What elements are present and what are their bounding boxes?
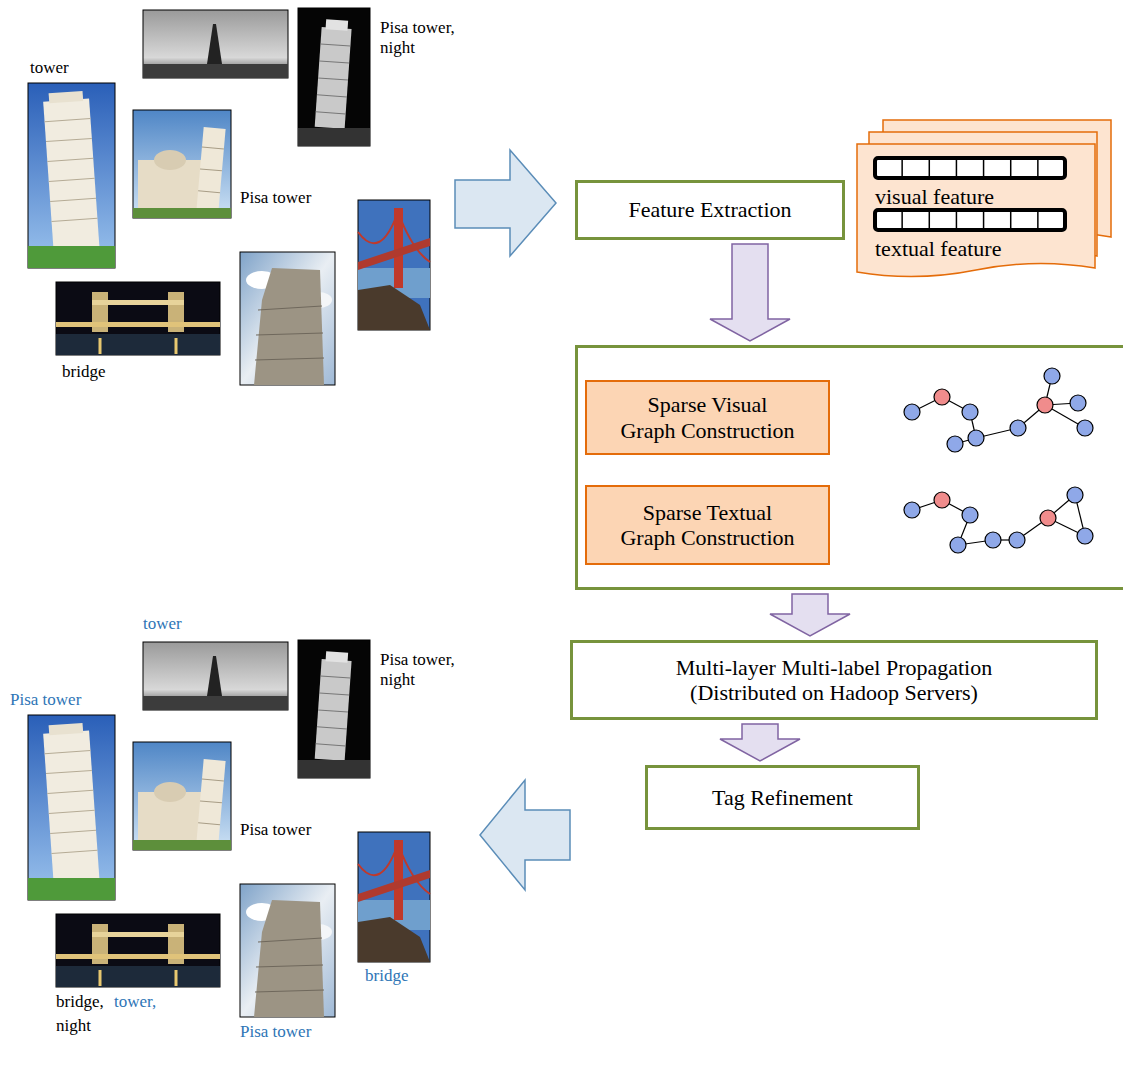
graph-textual — [904, 487, 1093, 553]
vector-cell — [1037, 158, 1039, 178]
graph-visual — [904, 368, 1093, 452]
node-text: Tag Refinement — [712, 785, 853, 810]
illustration-part — [1077, 528, 1093, 544]
illustration-part — [904, 502, 920, 518]
illustration-part — [1010, 420, 1026, 436]
feature-vector — [875, 158, 1065, 178]
feature-vector — [875, 210, 1065, 230]
illustration-part — [1037, 397, 1053, 413]
illustration-part — [1070, 395, 1086, 411]
illustration-part — [934, 492, 950, 508]
vector-cell — [901, 210, 903, 230]
vector-cell — [1037, 210, 1039, 230]
tag-label: Pisa tower — [10, 690, 81, 710]
illustration-part — [950, 537, 966, 553]
flow-arrow — [720, 724, 800, 761]
illustration-part — [968, 430, 984, 446]
vector-cell — [1010, 158, 1012, 178]
vector-cell — [929, 158, 931, 178]
illustration-part — [1044, 368, 1060, 384]
tag-label: Pisa tower, night — [380, 18, 480, 57]
flow-arrow — [770, 594, 850, 636]
vector-cell — [956, 158, 958, 178]
node-text: textual feature — [875, 236, 1001, 261]
input-photos — [28, 8, 430, 385]
flow-arrow — [710, 244, 790, 341]
tag-label: Pisa tower — [240, 1022, 311, 1042]
output-photos — [28, 640, 430, 1017]
vector-bar — [875, 210, 1065, 230]
feature-card: visual feature textual feature — [855, 118, 1115, 280]
illustration-part — [962, 404, 978, 420]
vector-cell — [983, 210, 985, 230]
illustration-part — [947, 436, 963, 452]
vector-cell — [901, 158, 903, 178]
node-text: Sparse Visual Graph Construction — [618, 392, 798, 443]
illustration-part — [985, 532, 1001, 548]
tag-label: tower, — [114, 992, 156, 1012]
node-text: visual feature — [875, 184, 994, 209]
tag-label: Pisa tower — [240, 820, 311, 840]
vector-cell — [929, 210, 931, 230]
process-box: Multi-layer Multi-label Propagation (Dis… — [570, 640, 1098, 720]
node-text: Multi-layer Multi-label Propagation (Dis… — [634, 655, 1034, 706]
process-box: Tag Refinement — [645, 765, 920, 830]
illustration-part — [1009, 532, 1025, 548]
tag-label: bridge — [62, 362, 105, 382]
illustration-part — [962, 507, 978, 523]
illustration-part — [1077, 420, 1093, 436]
tag-label: tower — [143, 614, 182, 634]
block-arrow — [455, 150, 556, 256]
vector-cell — [1010, 210, 1012, 230]
vector-bar — [875, 158, 1065, 178]
process-box: Feature Extraction — [575, 180, 845, 240]
tag-label: Pisa tower — [240, 188, 311, 208]
tag-label: tower — [30, 58, 69, 78]
node-text: Feature Extraction — [628, 197, 791, 222]
illustration-part — [934, 389, 950, 405]
page-outline — [857, 144, 1095, 277]
illustration-part — [1067, 487, 1083, 503]
tag-label: bridge, — [56, 992, 104, 1012]
process-box: Sparse Visual Graph Construction — [585, 380, 830, 455]
tag-label: Pisa tower, night — [380, 650, 480, 689]
group-box: Sparse Visual Graph ConstructionSparse T… — [575, 345, 1123, 590]
vector-cell — [956, 210, 958, 230]
illustration-part — [904, 404, 920, 420]
block-arrow — [480, 780, 570, 890]
node-text: Sparse Textual Graph Construction — [618, 500, 798, 551]
vector-cell — [983, 158, 985, 178]
tag-label: night — [56, 1016, 91, 1036]
tag-label: bridge — [365, 966, 408, 986]
illustration-part — [1040, 510, 1056, 526]
process-box: Sparse Textual Graph Construction — [585, 485, 830, 565]
